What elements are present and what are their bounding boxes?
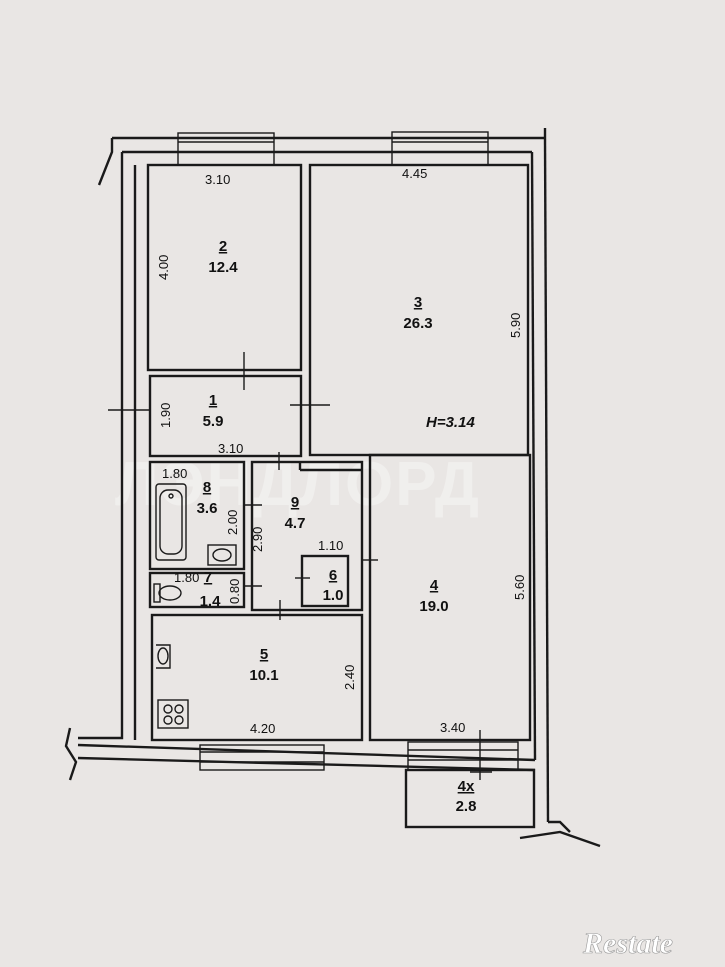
dim-r5-side: 2.40 [342,665,357,690]
dim-r5-bottom: 4.20 [250,721,275,736]
ceiling-height-label: H=3.14 [426,414,475,431]
svg-text:8: 8 [203,479,211,496]
svg-text:12.4: 12.4 [208,259,238,276]
svg-text:2: 2 [219,238,227,255]
restate-logo: Restate [582,927,674,961]
dim-r7-top: 1.80 [174,570,199,585]
room-6-label: 6 1.0 [323,567,344,604]
dim-r3-side: 5.90 [508,313,523,338]
svg-text:1.0: 1.0 [323,587,344,604]
room-5-label: 5 10.1 [249,646,278,684]
svg-text:6: 6 [329,567,337,584]
svg-text:10.1: 10.1 [249,667,278,684]
dimension-labels: 3.10 4.00 4.45 5.90 1.90 3.10 1.80 2.00 … [156,166,527,736]
room-8-label: 8 3.6 [197,479,218,517]
room-2-label: 2 12.4 [208,238,238,276]
dim-r1-bottom: 3.10 [218,441,243,456]
stove-icon [157,699,189,729]
svg-text:3: 3 [414,294,422,311]
toilet-icon [153,583,182,603]
room-7-label: 7 1.4 [200,569,222,610]
dim-r7-side: 0.80 [227,579,242,604]
svg-text:19.0: 19.0 [419,598,448,615]
svg-text:3.6: 3.6 [197,500,218,517]
room-1-label: 1 5.9 [203,392,224,430]
room-3-label: 3 26.3 [403,294,432,332]
dim-r8-side: 2.00 [225,510,240,535]
room-4x-label: 4x 2.8 [456,778,477,815]
dim-r2-top: 3.10 [205,172,230,187]
kitchen-sink-icon [156,644,171,669]
dim-r8-top: 1.80 [162,466,187,481]
bathtub-icon [155,483,187,561]
svg-text:9: 9 [291,494,299,511]
dim-r4-side: 5.60 [512,575,527,600]
dim-r4-bottom: 3.40 [440,720,465,735]
svg-text:5: 5 [260,646,268,663]
dim-r2-side: 4.00 [156,255,171,280]
svg-text:4: 4 [430,577,439,594]
svg-text:2.8: 2.8 [456,798,477,815]
dim-r3-top: 4.45 [402,166,427,181]
svg-text:5.9: 5.9 [203,413,224,430]
room-9-label: 9 4.7 [285,494,306,532]
sink-icon [207,544,237,566]
dim-r9-side: 2.90 [250,527,265,552]
svg-text:7: 7 [204,569,212,586]
dim-r6-top: 1.10 [318,538,343,553]
interior-walls [146,163,536,829]
logo-text: Restate [582,927,673,960]
svg-text:1.4: 1.4 [200,593,222,610]
room-labels: 2 12.4 3 26.3 1 5.9 8 3.6 9 4.7 7 1.4 6 … [197,238,477,815]
windows [177,131,519,771]
door-marks [108,352,492,780]
room-4-label: 4 19.0 [419,577,448,615]
svg-text:4x: 4x [458,778,475,795]
svg-text:4.7: 4.7 [285,515,306,532]
svg-text:1: 1 [209,392,217,409]
svg-text:26.3: 26.3 [403,315,432,332]
dim-r1-side: 1.90 [158,403,173,428]
